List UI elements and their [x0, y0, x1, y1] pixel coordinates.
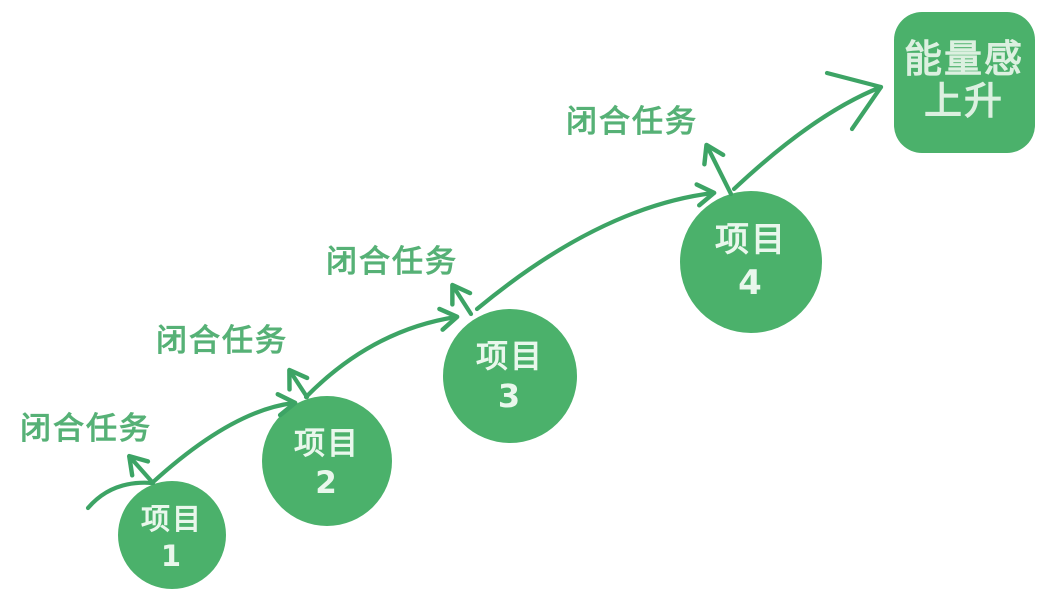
curve-segment-4 [731, 84, 884, 192]
task-label-1: 闭合任务 [20, 411, 152, 447]
project-2-label: 项目 [294, 426, 360, 462]
project-3-label: 项目 [476, 337, 544, 375]
project-3-number: 3 [498, 377, 522, 415]
goal-box [894, 12, 1035, 153]
curve-segment-2 [303, 306, 460, 400]
final-arrowhead-icon [824, 70, 884, 132]
project-4-number: 4 [738, 263, 764, 303]
project-2-number: 2 [315, 465, 339, 501]
task-label-2: 闭合任务 [156, 323, 288, 359]
task-label-3: 闭合任务 [326, 244, 458, 280]
branch-arrow-3-icon [450, 282, 474, 317]
project-1-number: 1 [161, 539, 183, 573]
project-circle-2 [262, 396, 392, 526]
curve-segment-1 [85, 392, 298, 511]
branch-arrow-4-icon [702, 142, 734, 197]
branch-arrow-1-icon [127, 453, 156, 486]
goal-box-line2: 上升 [924, 79, 1004, 123]
project-circle-3 [443, 309, 577, 443]
project-1-label: 项目 [141, 502, 203, 536]
task-label-4: 闭合任务 [566, 104, 698, 140]
project-circle-4 [680, 191, 822, 333]
project-circle-1 [118, 481, 226, 589]
branch-arrow-2-icon [287, 367, 310, 400]
project-4-label: 项目 [715, 220, 787, 260]
goal-box-line1: 能量感 [904, 37, 1024, 81]
curve-segment-3 [474, 182, 717, 312]
